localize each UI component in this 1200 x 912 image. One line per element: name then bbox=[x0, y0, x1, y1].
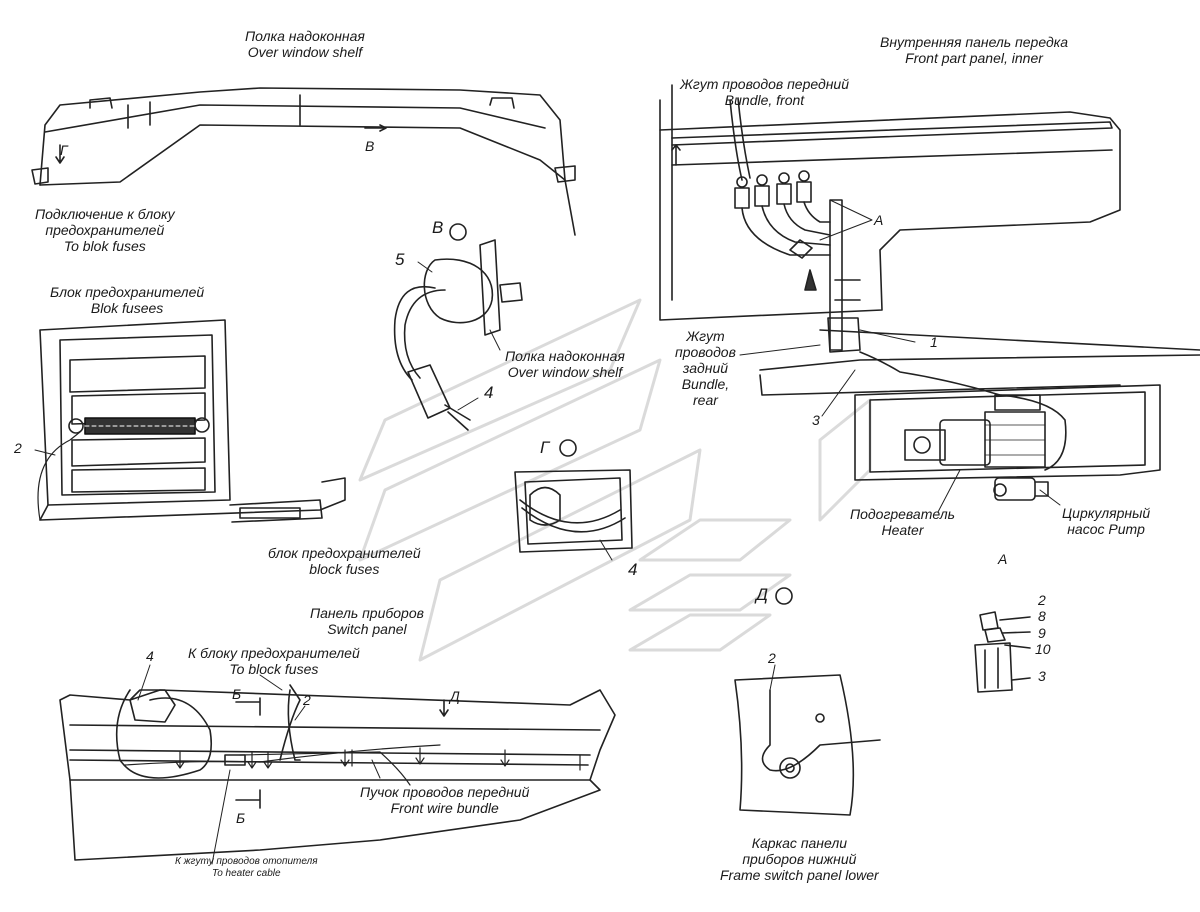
to-fuse-block-label: К блоку предохранителей To block fuses bbox=[188, 645, 360, 677]
detail-a-2: 2 bbox=[1038, 592, 1046, 608]
connector-5-drawing bbox=[393, 223, 523, 431]
bundle-front-en: Bundle, front bbox=[724, 92, 805, 108]
circulation-pump bbox=[993, 477, 1049, 501]
front-panel-ru: Внутренняя панель передка bbox=[880, 34, 1069, 50]
pump-label: Циркулярный насос Pump bbox=[1062, 505, 1150, 537]
bundle-rear-ru-1: Жгут bbox=[686, 328, 725, 344]
shelf-mid-ru: Полка надоконная bbox=[505, 348, 625, 364]
bundle-rear-ru-2: проводов bbox=[675, 344, 736, 360]
callout-2-bottom: 2 bbox=[303, 692, 311, 708]
callout-5: 5 bbox=[395, 250, 405, 269]
section-b-top: Б bbox=[232, 686, 242, 702]
frame-lower-label: Каркас панели приборов нижний Frame swit… bbox=[720, 835, 879, 883]
heater-en: Heater bbox=[881, 522, 924, 538]
callout-4-mid: 4 bbox=[628, 560, 638, 579]
fuse-block-drawing bbox=[37, 319, 346, 523]
to-fuse-block-ru: К блоку предохранителей bbox=[188, 645, 360, 661]
over-window-shelf-drawing bbox=[31, 87, 576, 236]
heater-ru: Подогреватель bbox=[850, 506, 955, 522]
fuse-block-top-label: Блок предохранителей Blok fusees bbox=[50, 284, 204, 316]
detail-a-9: 9 bbox=[1038, 625, 1046, 641]
front-wire-ru: Пучок проводов передний bbox=[360, 784, 530, 800]
shelf-top-en: Over window shelf bbox=[247, 44, 363, 60]
to-heater-cable-label: К жгуту проводов отопителя To heater cab… bbox=[175, 856, 318, 880]
to-heater-cable-en: To heater cable bbox=[212, 868, 281, 879]
relay-array bbox=[734, 170, 812, 209]
bundle-rear-en-2: rear bbox=[693, 392, 718, 408]
fuse-block-top-en: Blok fusees bbox=[90, 300, 164, 316]
to-fuse-block-en: To block fuses bbox=[229, 661, 319, 677]
pump-en: насос Pump bbox=[1067, 521, 1145, 537]
detail-a-10: 10 bbox=[1035, 641, 1051, 657]
connect-fuses-ru-1: Подключение к блоку bbox=[35, 206, 175, 222]
front-wire-en: Front wire bundle bbox=[390, 800, 499, 816]
watermark-logo bbox=[358, 298, 872, 662]
frame-lower-ru-1: Каркас панели bbox=[751, 835, 848, 851]
shelf-mid-label: Полка надоконная Over window shelf bbox=[505, 348, 625, 380]
bundle-rear-label: Жгут проводов задний Bundle, rear bbox=[675, 328, 736, 408]
front-panel-inner-drawing bbox=[659, 84, 1200, 605]
switch-panel-ru: Панель приборов bbox=[310, 605, 424, 621]
switch-panel-drawing bbox=[59, 684, 616, 861]
heater-unit bbox=[904, 394, 1046, 468]
pump-ru: Циркулярный bbox=[1062, 505, 1151, 521]
callout-a: A bbox=[874, 212, 884, 228]
to-heater-cable-ru: К жгуту проводов отопителя bbox=[175, 856, 318, 867]
view-g-marker-shelf: Г bbox=[60, 142, 68, 158]
callout-4-top: 4 bbox=[484, 383, 494, 402]
fuse-block-bottom-en: block fuses bbox=[309, 561, 380, 577]
connect-fuses-label: Подключение к блоку предохранителей To b… bbox=[35, 206, 175, 254]
callout-3: 3 bbox=[812, 412, 820, 428]
connect-fuses-en: To blok fuses bbox=[63, 238, 146, 254]
callout-4-bottom: 4 bbox=[146, 648, 154, 664]
frame-lower-ru-2: приборов нижний bbox=[742, 851, 857, 867]
callout-2-frame: 2 bbox=[768, 650, 776, 666]
detail-a-3: 3 bbox=[1038, 668, 1046, 684]
connect-fuses-ru-2: предохранителей bbox=[45, 222, 165, 238]
switch-panel-label: Панель приборов Switch panel bbox=[310, 605, 424, 637]
callout-1: 1 bbox=[930, 334, 938, 350]
front-wire-label: Пучок проводов передний Front wire bundl… bbox=[360, 784, 529, 816]
front-panel-en: Front part panel, inner bbox=[905, 50, 1043, 66]
view-g-label: Г bbox=[540, 438, 550, 457]
heater-label: Подогреватель Heater bbox=[850, 506, 955, 538]
section-b-bottom: Б bbox=[236, 810, 246, 826]
bundle-rear-ru-3: задний bbox=[682, 360, 729, 376]
view-d-marker: Д bbox=[450, 688, 460, 704]
view-a-label: А bbox=[998, 551, 1008, 567]
fuse-block-top-ru: Блок предохранителей bbox=[50, 284, 205, 300]
fuse-block-bottom-label: блок предохранителей block fuses bbox=[268, 545, 421, 577]
view-d-label: Д bbox=[756, 585, 768, 604]
bundle-front-label: Жгут проводов передний Bundle, front bbox=[680, 76, 849, 108]
callout-2-left: 2 bbox=[14, 440, 22, 456]
view-b-marker-shelf: В bbox=[365, 138, 375, 154]
front-panel-label: Внутренняя панель передка Front part pan… bbox=[880, 34, 1068, 66]
shelf-mid-en: Over window shelf bbox=[507, 364, 623, 380]
view-b-label: В bbox=[432, 218, 444, 237]
bundle-front-ru: Жгут проводов передний bbox=[680, 76, 849, 92]
switch-panel-en: Switch panel bbox=[327, 621, 407, 637]
detail-a-drawing bbox=[974, 611, 1031, 693]
fuse-block-bottom-ru: блок предохранителей bbox=[268, 545, 421, 561]
view-g-drawing bbox=[514, 439, 633, 553]
detail-a-8: 8 bbox=[1038, 608, 1046, 624]
shelf-top-label: Полка надоконная Over window shelf bbox=[245, 28, 365, 60]
bundle-rear-en-1: Bundle, bbox=[681, 376, 730, 392]
frame-lower-en: Frame switch panel lower bbox=[720, 867, 879, 883]
frame-switch-panel-lower-drawing bbox=[734, 674, 881, 816]
shelf-top-ru: Полка надоконная bbox=[245, 28, 365, 44]
leader-lines bbox=[34, 199, 1061, 865]
